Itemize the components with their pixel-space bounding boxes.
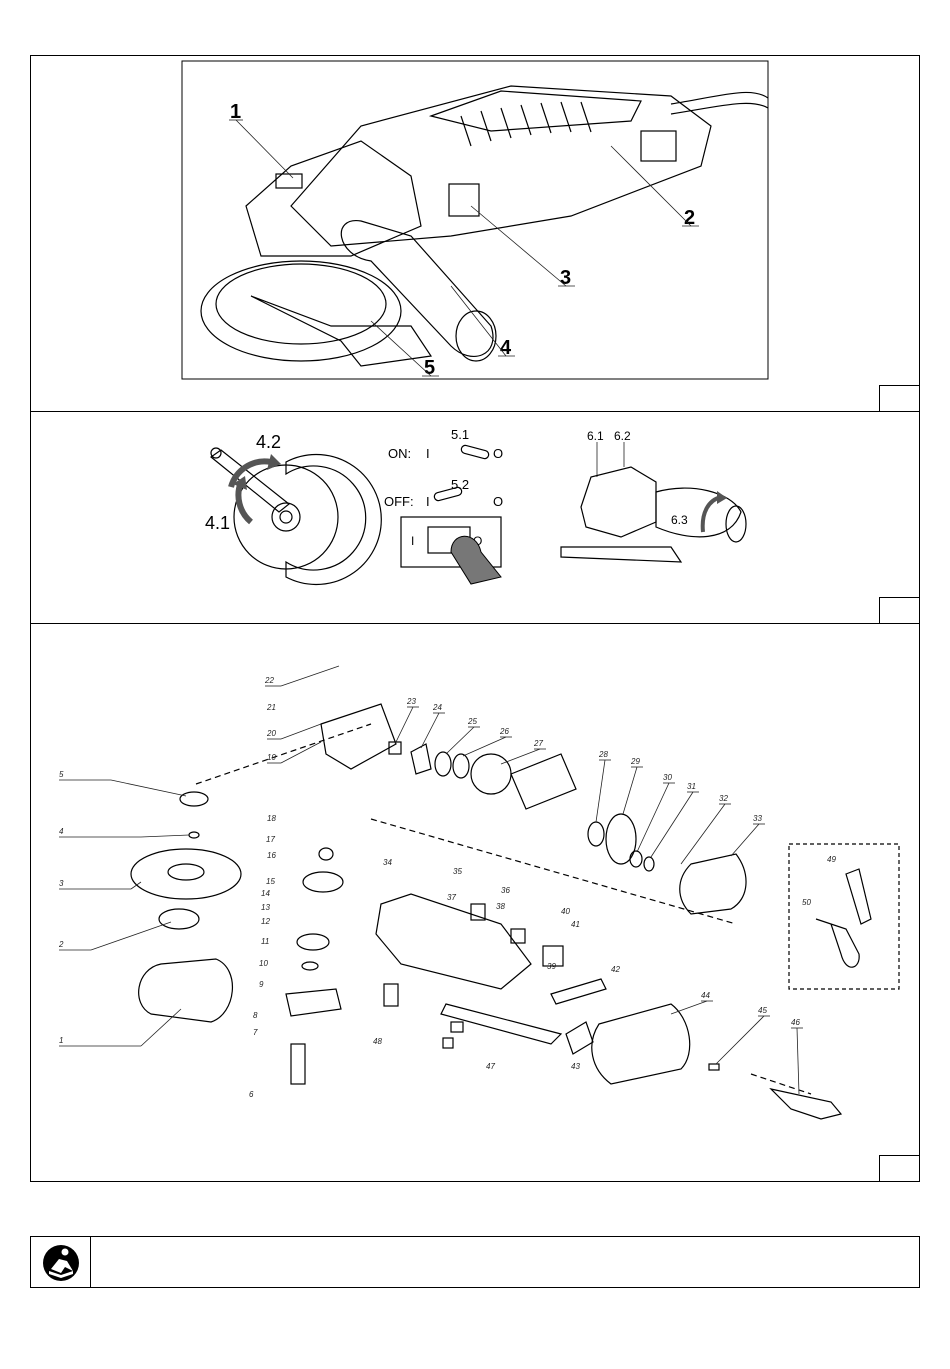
part-label: 39 bbox=[547, 962, 556, 971]
label-6-1: 6.1 bbox=[587, 429, 604, 443]
grinder-overview-figure: 1 2 3 4 5 bbox=[31, 56, 919, 411]
part-label: 33 bbox=[753, 814, 762, 823]
on-off-switch bbox=[449, 184, 479, 216]
part-label: 22 bbox=[264, 676, 274, 685]
part-label: 49 bbox=[827, 855, 836, 864]
part-label: 34 bbox=[383, 858, 392, 867]
part-label: 7 bbox=[253, 1028, 258, 1037]
part-label: 3 bbox=[59, 879, 64, 888]
protective-guard bbox=[251, 296, 431, 366]
on-pos-i: I bbox=[426, 446, 430, 461]
part-label: 24 bbox=[432, 703, 442, 712]
read-manual-icon bbox=[31, 1237, 89, 1287]
on-label: ON: bbox=[388, 446, 411, 461]
off-pos-i: I bbox=[426, 494, 430, 509]
part-number-labels: 1 2 3 4 5 6 7 8 9 10 11 12 13 14 15 16 1… bbox=[58, 676, 836, 1099]
off-pos-o: O bbox=[493, 494, 503, 509]
part-label: 27 bbox=[533, 739, 543, 748]
part-label: 30 bbox=[663, 773, 672, 782]
part-leader-lines bbox=[59, 666, 803, 1094]
operation-figures: 4.2 4.1 ON: 5.1 I O OFF: 5.2 I O I O 6.1… bbox=[31, 412, 919, 623]
part-label: 4 bbox=[59, 827, 64, 836]
part-label: 17 bbox=[266, 835, 275, 844]
part-label: 29 bbox=[630, 757, 640, 766]
label-6-2: 6.2 bbox=[614, 429, 631, 443]
part-label: 28 bbox=[598, 750, 608, 759]
operation-panel: 4.2 4.1 ON: 5.1 I O OFF: 5.2 I O I O 6.1… bbox=[30, 411, 920, 624]
part-label: 37 bbox=[447, 893, 456, 902]
part-label: 31 bbox=[687, 782, 696, 791]
part-label: 32 bbox=[719, 794, 728, 803]
part-label: 50 bbox=[802, 898, 811, 907]
off-step-label: 5.2 bbox=[451, 477, 469, 492]
part-label: 19 bbox=[267, 753, 276, 762]
off-label: OFF: bbox=[384, 494, 414, 509]
part-label: 12 bbox=[261, 917, 270, 926]
part-label: 42 bbox=[611, 965, 620, 974]
part-label: 9 bbox=[259, 980, 264, 989]
exploded-view-panel: 1 2 3 4 5 6 7 8 9 10 11 12 13 14 15 16 1… bbox=[30, 623, 920, 1182]
part-label: 23 bbox=[406, 697, 416, 706]
part-label: 14 bbox=[261, 889, 270, 898]
grinder-handle-figure: 6.1 6.2 6.3 bbox=[561, 429, 746, 562]
part-label: 48 bbox=[373, 1037, 382, 1046]
part-label: 13 bbox=[261, 903, 270, 912]
part-label: 10 bbox=[259, 959, 268, 968]
part-label: 16 bbox=[267, 851, 276, 860]
part-label: 11 bbox=[261, 937, 269, 946]
part-label: 47 bbox=[486, 1062, 495, 1071]
switch-operation-figure: ON: 5.1 I O OFF: 5.2 I O I O bbox=[384, 427, 503, 584]
on-step-label: 5.1 bbox=[451, 427, 469, 442]
handle-rotation-figure: 4.2 4.1 bbox=[205, 432, 381, 585]
part-label: 15 bbox=[266, 877, 275, 886]
grinding-disc bbox=[201, 261, 401, 361]
part-label: 43 bbox=[571, 1062, 580, 1071]
part-label: 18 bbox=[267, 814, 276, 823]
part-label: 25 bbox=[467, 717, 477, 726]
part-label: 6 bbox=[249, 1090, 254, 1099]
part-label: 8 bbox=[253, 1011, 258, 1020]
part-label: 45 bbox=[758, 1006, 767, 1015]
part-label: 40 bbox=[561, 907, 570, 916]
slider-pos-i: I bbox=[411, 534, 414, 548]
part-label: 36 bbox=[501, 886, 510, 895]
part-label: 26 bbox=[499, 727, 509, 736]
part-label: 46 bbox=[791, 1018, 800, 1027]
part-label: 2 bbox=[58, 940, 64, 949]
part-label: 41 bbox=[571, 920, 580, 929]
label-4-2: 4.2 bbox=[256, 432, 281, 452]
overview-callouts: 1 2 3 4 5 bbox=[229, 101, 699, 379]
on-pos-o: O bbox=[493, 446, 503, 461]
part-label: 5 bbox=[59, 770, 64, 779]
overview-panel: 1 2 3 4 5 bbox=[30, 55, 920, 412]
part-label: 38 bbox=[496, 902, 505, 911]
label-6-3: 6.3 bbox=[671, 513, 688, 527]
note-icon-cell bbox=[31, 1237, 91, 1287]
part-label: 44 bbox=[701, 991, 710, 1000]
label-4-1: 4.1 bbox=[205, 513, 230, 533]
read-manual-note bbox=[30, 1236, 920, 1288]
part-label: 35 bbox=[453, 867, 462, 876]
motor-housing bbox=[291, 86, 711, 246]
part-label: 21 bbox=[266, 703, 276, 712]
exploded-parts-diagram: 1 2 3 4 5 6 7 8 9 10 11 12 13 14 15 16 1… bbox=[31, 624, 919, 1181]
part-label: 20 bbox=[266, 729, 276, 738]
part-label: 1 bbox=[59, 1036, 63, 1045]
